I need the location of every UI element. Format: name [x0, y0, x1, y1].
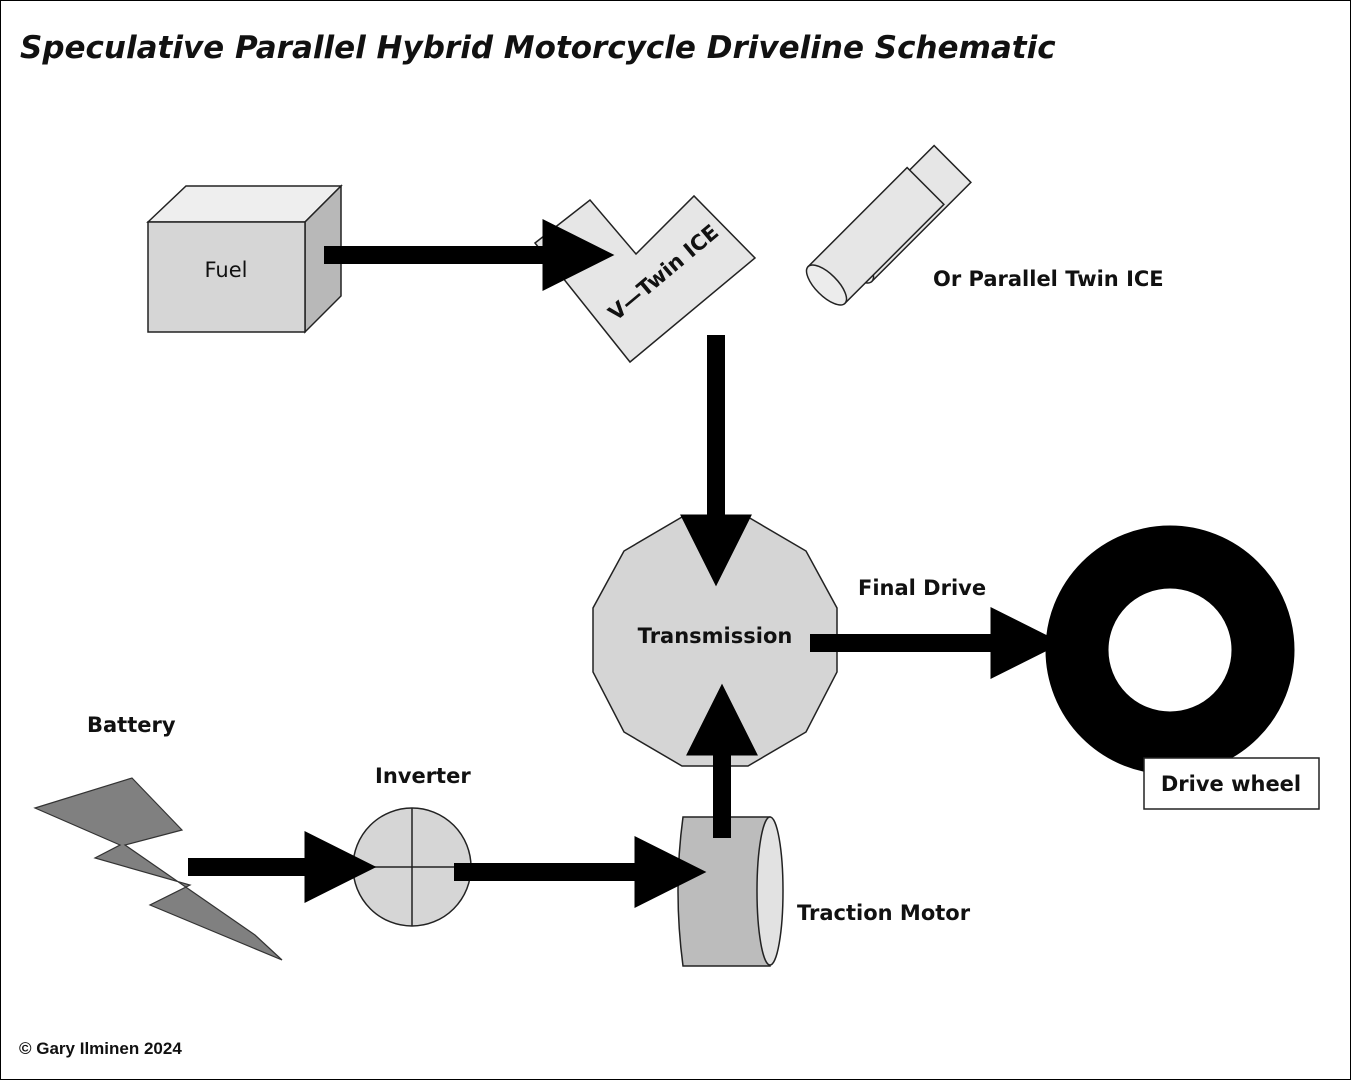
battery-label: Battery [87, 713, 176, 737]
transmission-label: Transmission [638, 624, 793, 648]
inverter-label: Inverter [375, 764, 471, 788]
traction-motor-shape [678, 817, 783, 966]
diagram-title: Speculative Parallel Hybrid Motorcycle D… [20, 30, 1056, 66]
drive-wheel-label-box: Drive wheel [1144, 758, 1319, 809]
drive-wheel-shape [1077, 557, 1263, 743]
drive-wheel-label: Drive wheel [1161, 772, 1301, 796]
parallel-twin-label: Or Parallel Twin ICE [933, 267, 1164, 291]
traction-motor-label: Traction Motor [797, 901, 971, 925]
copyright-notice: © Gary Ilminen 2024 [19, 1039, 182, 1058]
fuel-tank-box: Fuel [148, 186, 341, 332]
inverter-shape [353, 808, 471, 926]
final-drive-label: Final Drive [858, 576, 986, 600]
transmission-shape: Transmission [593, 517, 837, 766]
fuel-label: Fuel [205, 258, 248, 282]
